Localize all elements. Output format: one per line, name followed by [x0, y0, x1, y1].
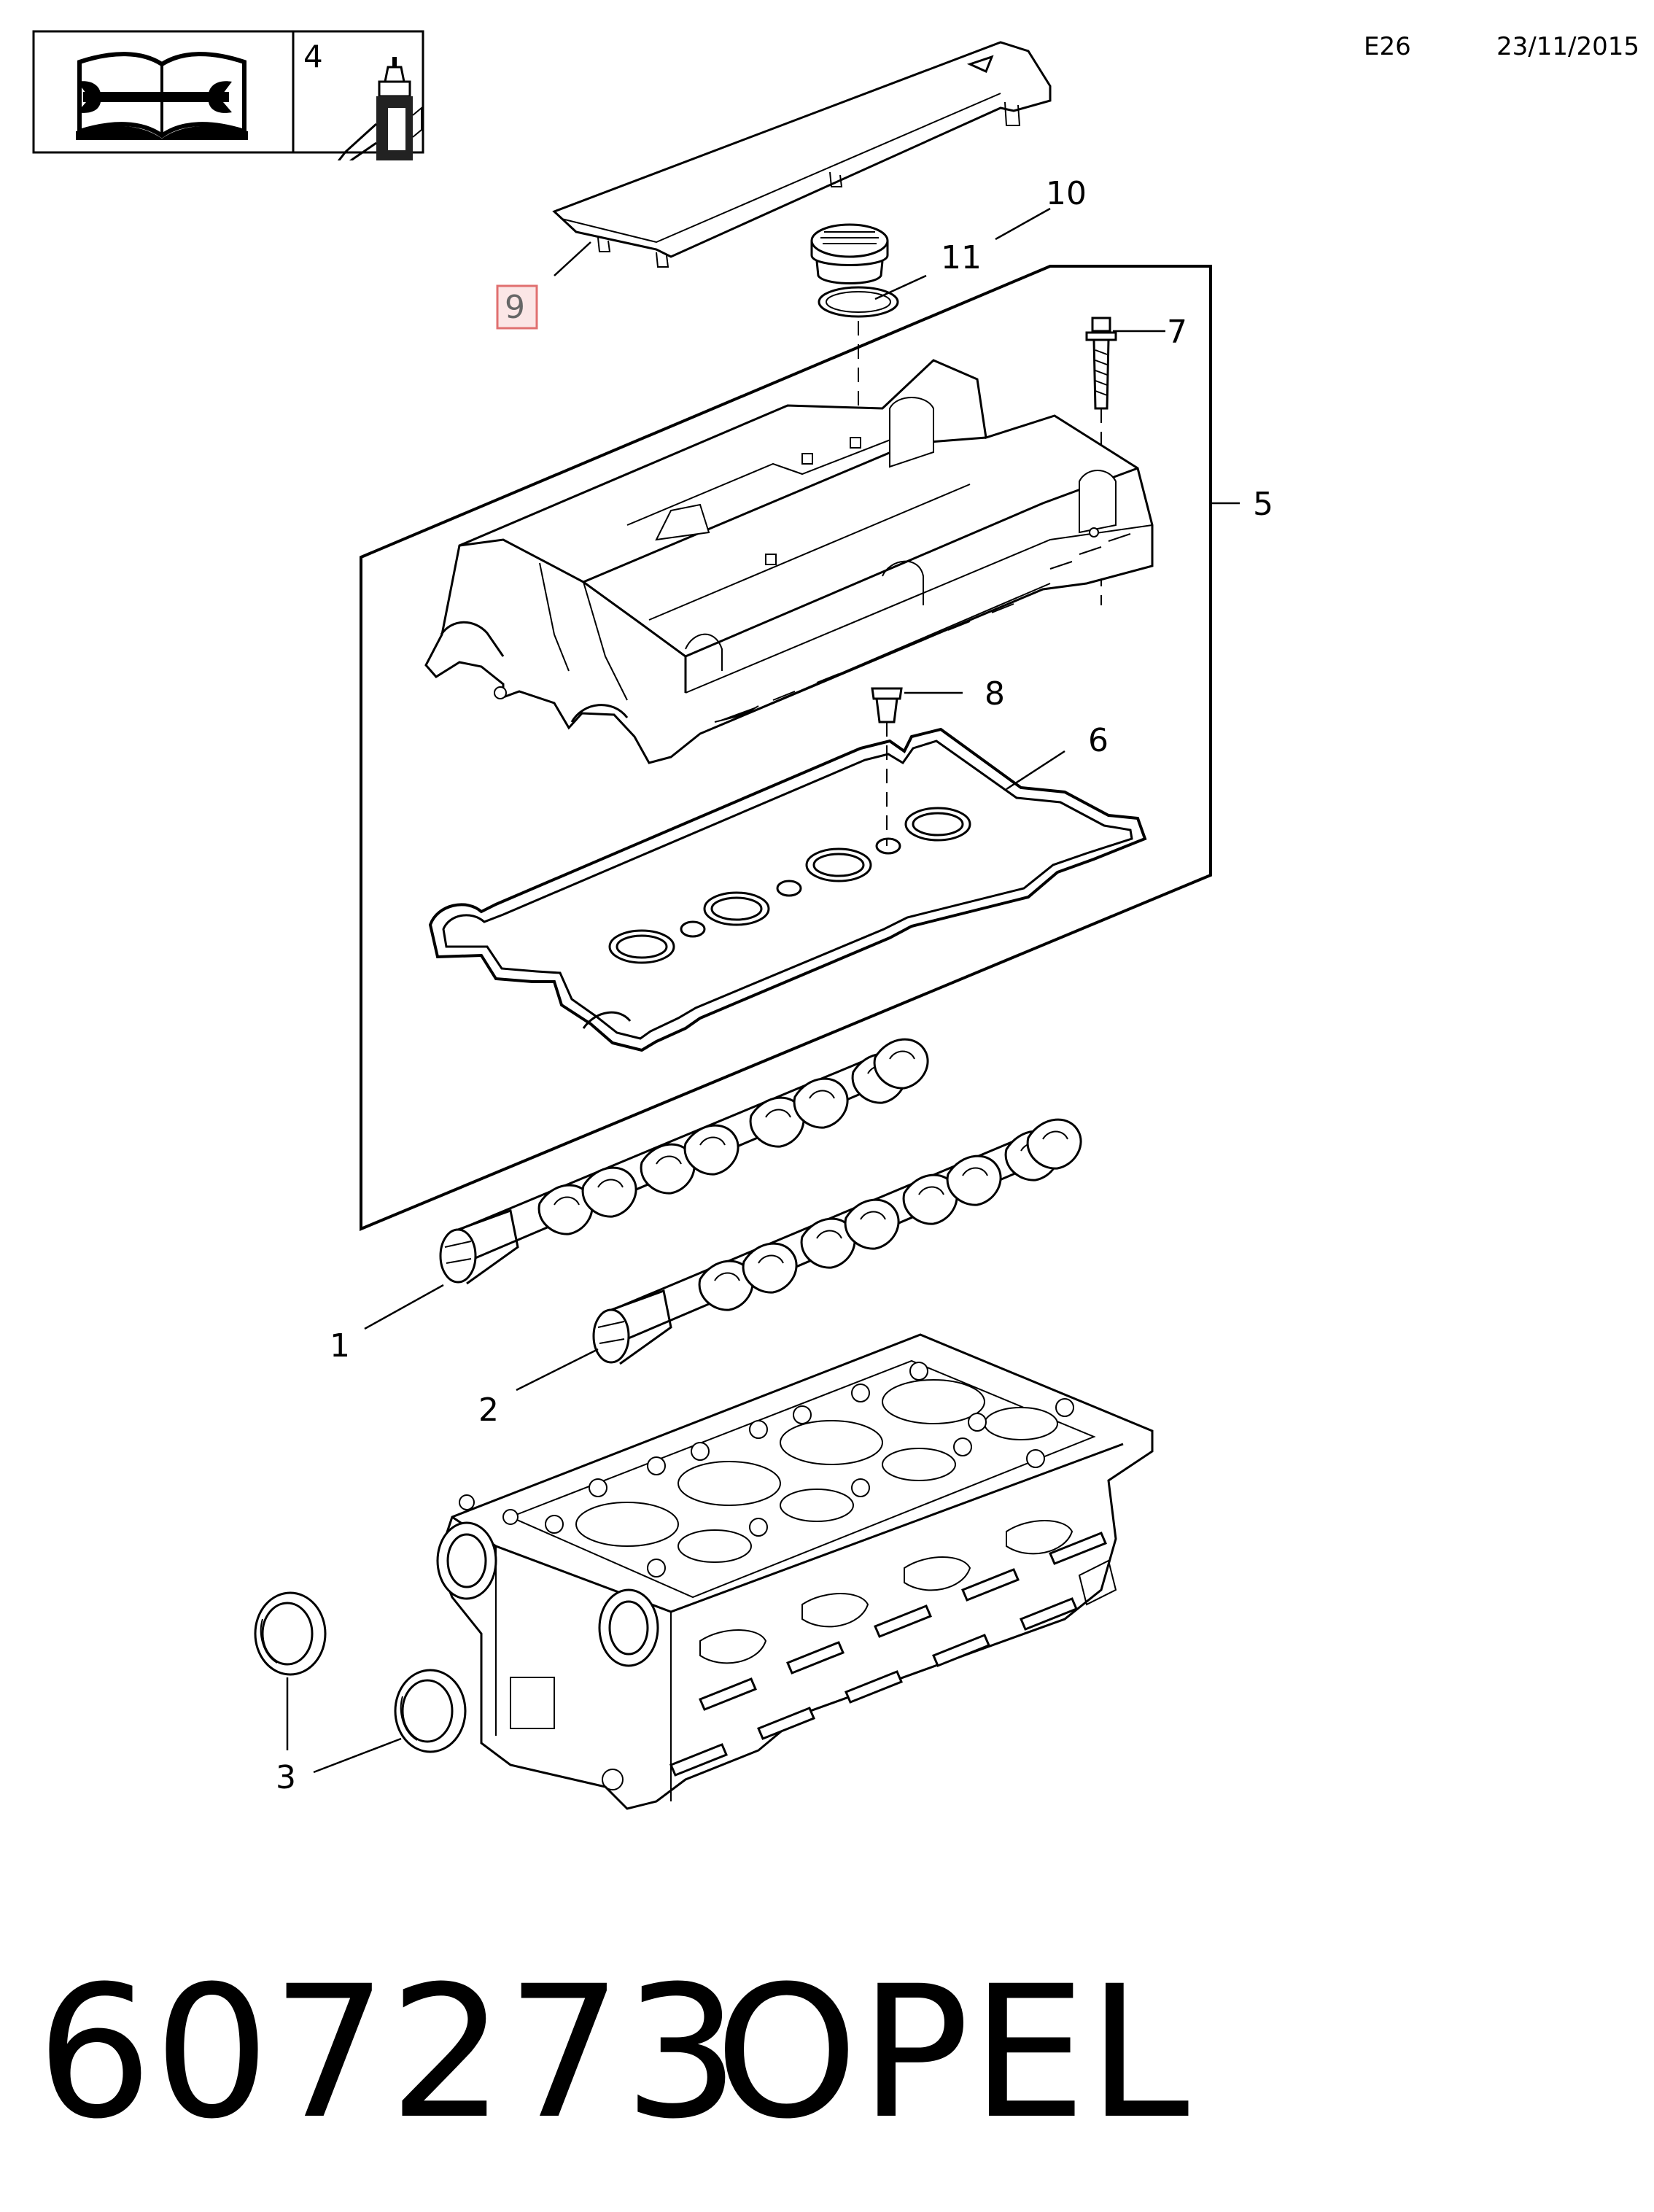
legend-ref-number: 4	[303, 39, 323, 74]
cylinder-head	[436, 1333, 1154, 1810]
brand-name: OPEL	[715, 1947, 1191, 2159]
spark-plug-seal	[871, 687, 903, 846]
part-number: 607273	[36, 1947, 742, 2159]
engine-cover-panel	[552, 41, 1052, 268]
camshaft-cover	[424, 359, 1154, 764]
oil-filler-cap	[810, 223, 889, 284]
service-manual-wrench-icon	[76, 52, 248, 140]
intake-camshaft	[439, 1038, 929, 1285]
adhesive-bottle-icon	[337, 57, 422, 160]
diagram-date: 23/11/2015	[1496, 32, 1639, 61]
callout-5: 5	[1253, 486, 1273, 523]
callout-10: 10	[1046, 175, 1087, 212]
callout-1: 1	[330, 1327, 350, 1365]
cover-gasket	[428, 727, 1147, 1052]
leader-lines	[286, 207, 1240, 1774]
legend-box: 4	[32, 30, 424, 160]
callout-8: 8	[985, 675, 1005, 713]
callout-11: 11	[941, 239, 982, 276]
camshaft-seals	[254, 1591, 467, 1753]
callout-9: 9	[505, 289, 525, 326]
o-ring-seal	[818, 286, 899, 318]
callout-2: 2	[478, 1392, 499, 1429]
exhaust-camshaft	[592, 1118, 1082, 1365]
callout-3: 3	[276, 1759, 296, 1796]
callout-6: 6	[1088, 722, 1109, 759]
exploded-view-diagram: 10 11 7 5 6 8 1 2 3 9	[254, 41, 1273, 1810]
diagram-code: E26	[1364, 32, 1411, 61]
callout-9-highlighted: 9	[496, 284, 538, 330]
callout-7: 7	[1167, 314, 1187, 351]
cover-assembly-frame	[360, 265, 1212, 1231]
